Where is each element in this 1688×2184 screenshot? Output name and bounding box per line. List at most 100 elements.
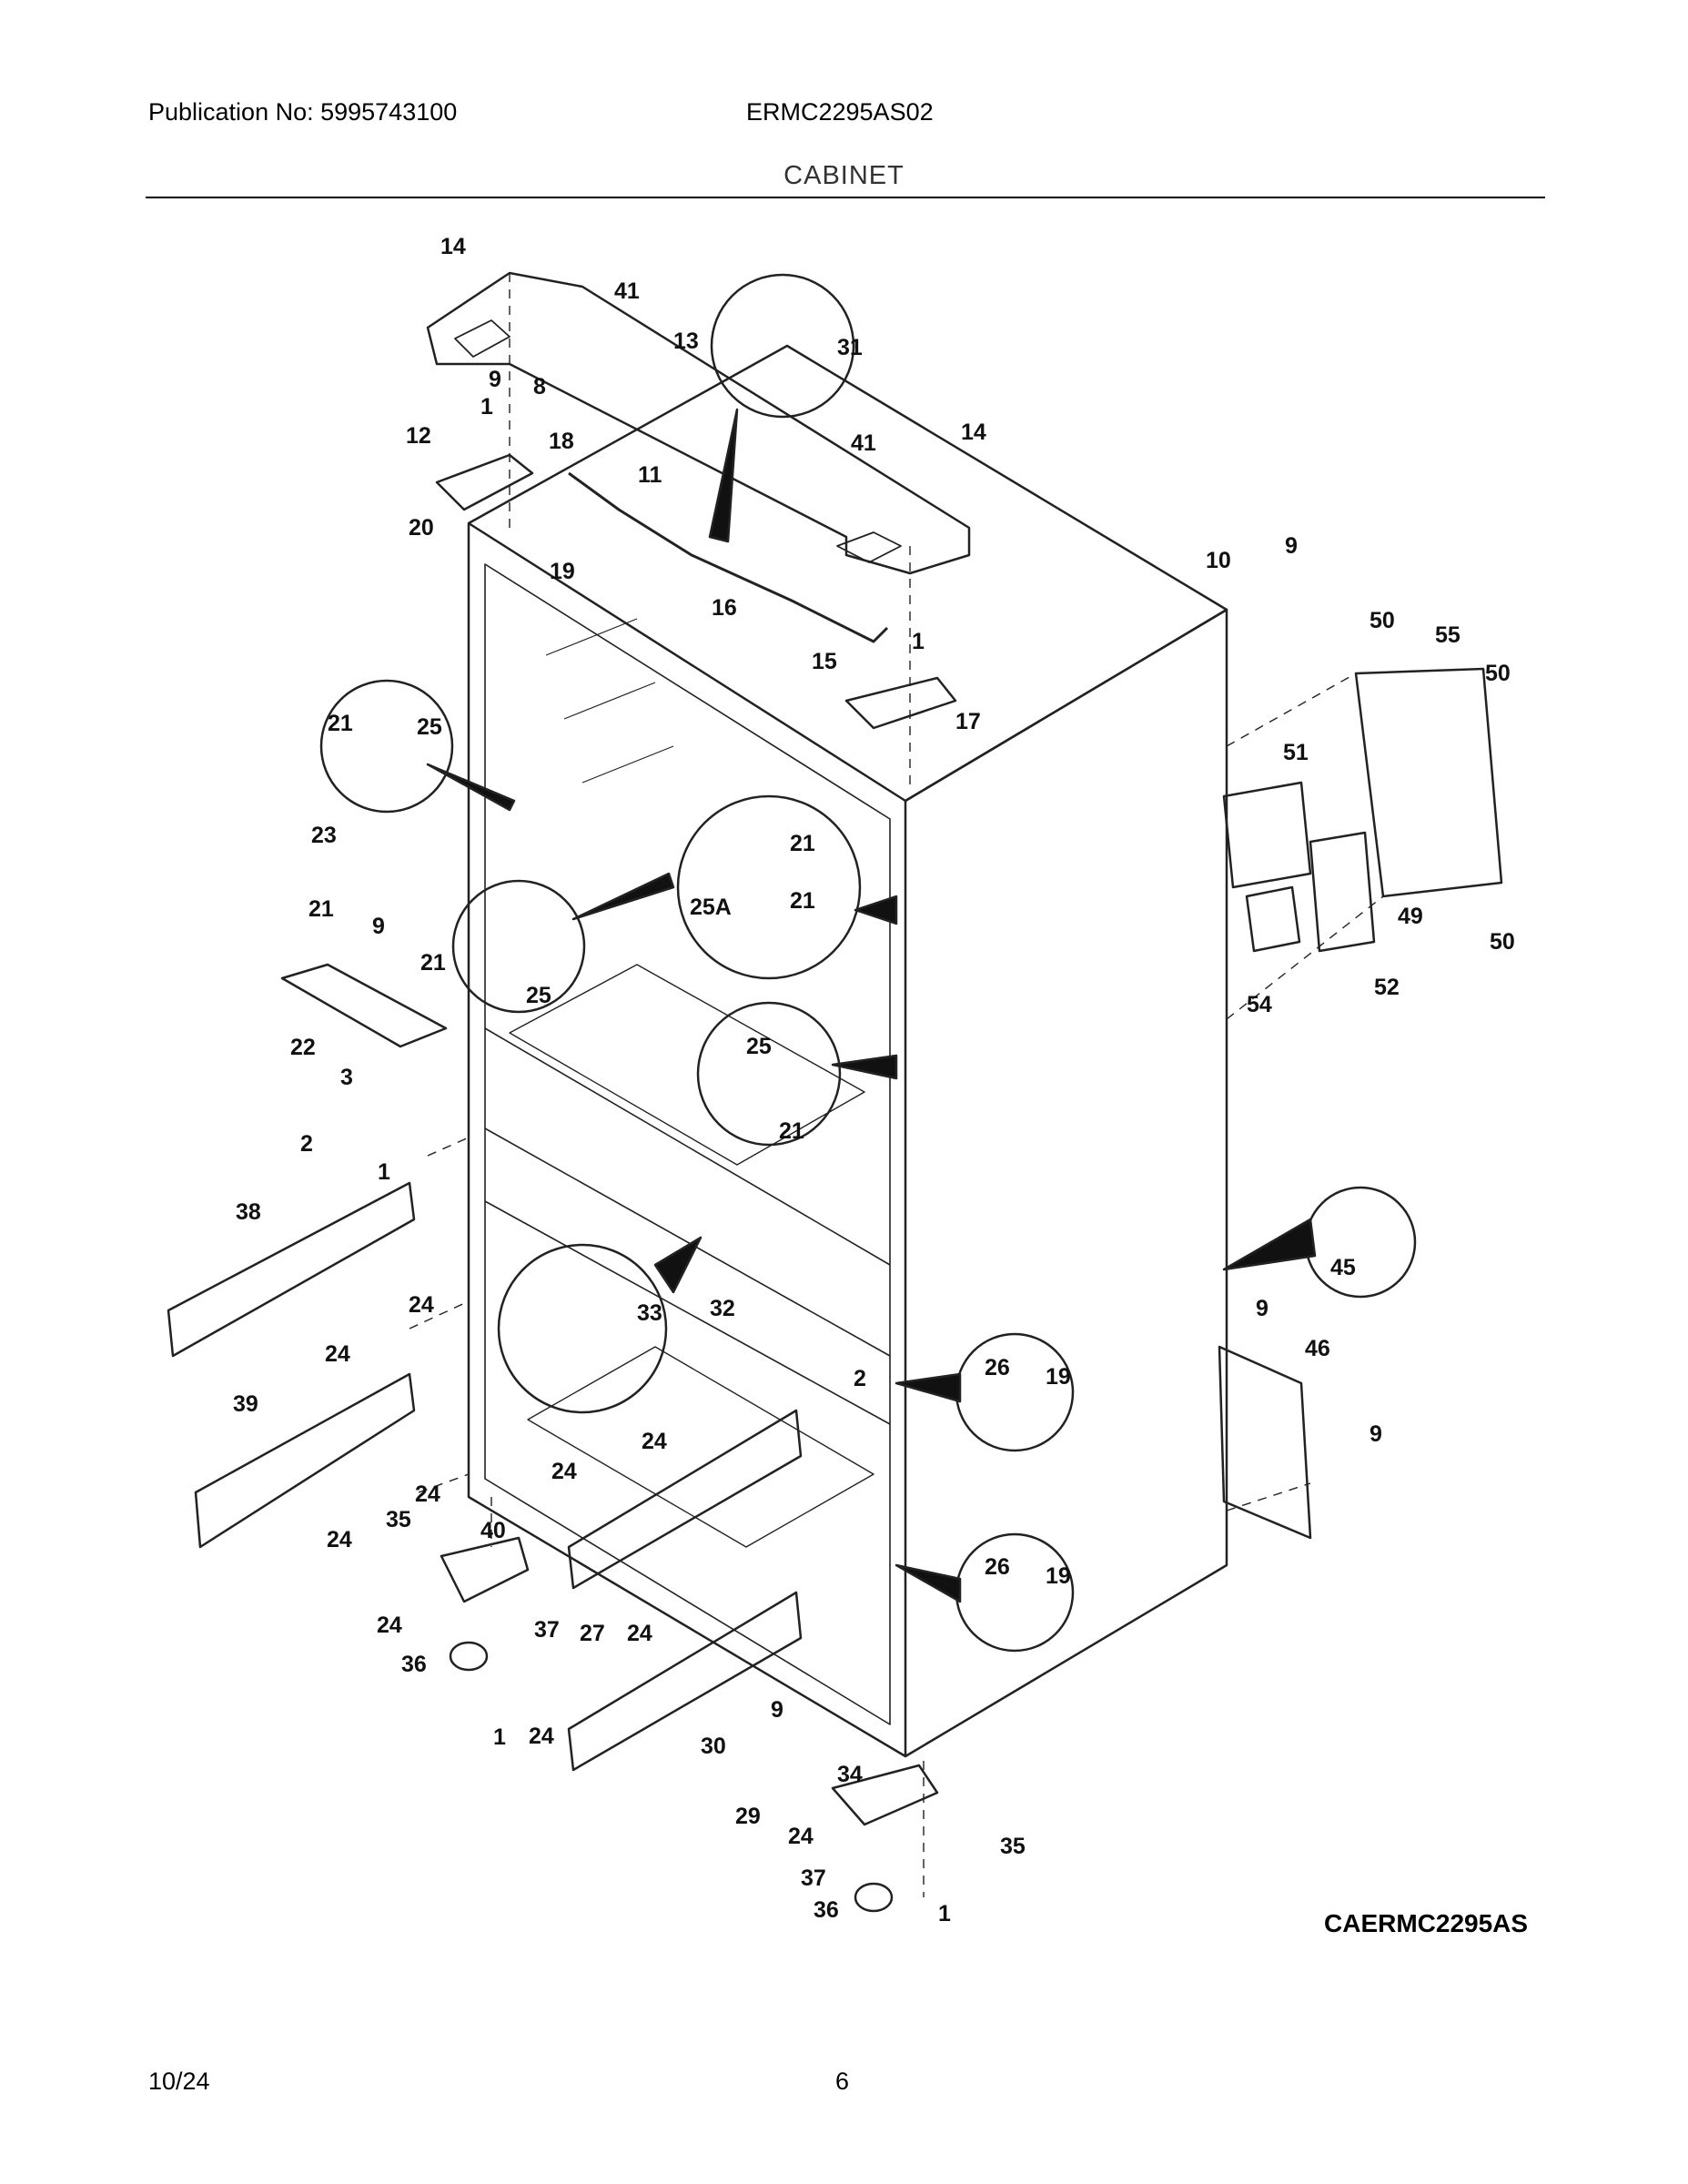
- callout: 24: [415, 1481, 440, 1507]
- callout: 49: [1398, 904, 1423, 929]
- callout: 21: [790, 831, 815, 856]
- callout: 19: [550, 559, 575, 584]
- callout: 21: [779, 1118, 804, 1144]
- callout: 24: [551, 1459, 577, 1484]
- callout: 29: [735, 1804, 761, 1829]
- footer-date: 10/24: [148, 2068, 210, 2095]
- callout: 24: [377, 1613, 402, 1638]
- top-hinge-cover: [426, 271, 971, 575]
- callout: 25A: [690, 895, 732, 920]
- callout: 45: [1330, 1255, 1356, 1280]
- crisper-cover-22: [280, 963, 448, 1048]
- callout: 9: [1285, 533, 1298, 559]
- callout: 23: [311, 823, 337, 848]
- bottom-hinge-40: [440, 1536, 530, 1603]
- callout: 1: [912, 629, 925, 654]
- callout: 51: [1283, 740, 1309, 765]
- page-number: 6: [835, 2068, 850, 2095]
- drawer-slide-30: [567, 1591, 803, 1772]
- callout: 26: [985, 1554, 1010, 1580]
- detail-circle-21-25: [319, 679, 454, 814]
- callout: 41: [851, 430, 876, 456]
- detail-circle-25A: [676, 794, 862, 980]
- callout: 9: [1256, 1296, 1269, 1321]
- callout: 11: [638, 462, 662, 488]
- callout: 35: [1000, 1834, 1026, 1859]
- board-54: [1245, 885, 1301, 953]
- foot-36-left: [449, 1641, 489, 1672]
- callout: 24: [529, 1724, 554, 1749]
- callout: 36: [814, 1897, 839, 1923]
- callout: 12: [406, 423, 431, 449]
- callout: 24: [409, 1292, 434, 1318]
- hinge-bracket-20: [435, 453, 534, 511]
- callout: 50: [1370, 608, 1395, 633]
- callout: 17: [955, 709, 981, 734]
- cabinet-inner-liner: [484, 563, 891, 1725]
- section-title: CABINET: [783, 161, 905, 190]
- wire-harness: [568, 471, 889, 643]
- callout: 9: [1370, 1421, 1382, 1447]
- callout: 19: [1046, 1563, 1071, 1589]
- callout: 9: [771, 1697, 783, 1723]
- callout: 33: [637, 1300, 662, 1326]
- back-panel-46: [1218, 1345, 1312, 1540]
- drawer-rail-38: [167, 1181, 416, 1358]
- callout: 55: [1435, 622, 1461, 648]
- callout: 32: [710, 1296, 735, 1321]
- callout: 24: [788, 1824, 814, 1849]
- detail-circle-33: [497, 1243, 668, 1414]
- callout: 22: [290, 1035, 316, 1060]
- callout: 27: [580, 1621, 605, 1646]
- callout: 37: [534, 1617, 560, 1643]
- callout: 46: [1305, 1336, 1330, 1361]
- callout: 8: [533, 374, 546, 399]
- callout: 15: [812, 649, 837, 674]
- drawer-slide-27: [567, 1409, 803, 1590]
- detail-circle-45: [1304, 1186, 1417, 1299]
- callout: 1: [480, 394, 493, 420]
- callout: 54: [1247, 992, 1272, 1017]
- diagram-code: CAERMC2295AS: [1324, 1909, 1529, 1937]
- callout: 25: [417, 714, 442, 740]
- callout: 18: [549, 429, 574, 454]
- callout: 9: [489, 367, 501, 392]
- callout: 25: [526, 983, 551, 1008]
- callout: 41: [614, 278, 640, 304]
- hinge-bracket-17: [844, 676, 957, 730]
- callout: 19: [1046, 1364, 1071, 1390]
- callout: 21: [308, 896, 334, 922]
- cabinet-top: [468, 344, 1228, 803]
- callout: 2: [854, 1366, 866, 1391]
- foot-36-right: [854, 1882, 894, 1913]
- callout: 1: [493, 1724, 506, 1750]
- detail-circle-26-19-a: [955, 1332, 1075, 1452]
- callout: 24: [325, 1341, 350, 1367]
- callout: 1: [378, 1159, 390, 1185]
- callout: 20: [409, 515, 434, 541]
- callout: 24: [627, 1621, 652, 1646]
- drawer-rail-39: [194, 1372, 416, 1549]
- cabinet-front-frame: [467, 521, 907, 1758]
- control-cover-55: [1354, 667, 1503, 898]
- header-rule: [146, 197, 1545, 198]
- callout: 52: [1374, 975, 1400, 1000]
- publication-number: Publication No: 5995743100: [148, 98, 458, 126]
- detail-circle-31: [710, 273, 855, 419]
- bottom-hinge-34: [831, 1764, 939, 1826]
- callout: 34: [837, 1762, 863, 1787]
- callout: 21: [790, 888, 815, 914]
- callout: 2: [300, 1131, 313, 1157]
- callout: 24: [327, 1527, 352, 1552]
- part-callouts: 14 41 13 31 9 8 1 12 18 11 20 19 16 15 1…: [233, 234, 1515, 1926]
- callout: 24: [642, 1429, 667, 1454]
- callout: 31: [837, 335, 863, 360]
- callout: 50: [1490, 929, 1515, 955]
- callout: 40: [480, 1518, 506, 1543]
- callout: 21: [328, 711, 353, 736]
- callout: 35: [386, 1507, 411, 1532]
- control-board-51: [1222, 781, 1312, 889]
- callout: 16: [712, 595, 737, 621]
- callout: 26: [985, 1355, 1010, 1380]
